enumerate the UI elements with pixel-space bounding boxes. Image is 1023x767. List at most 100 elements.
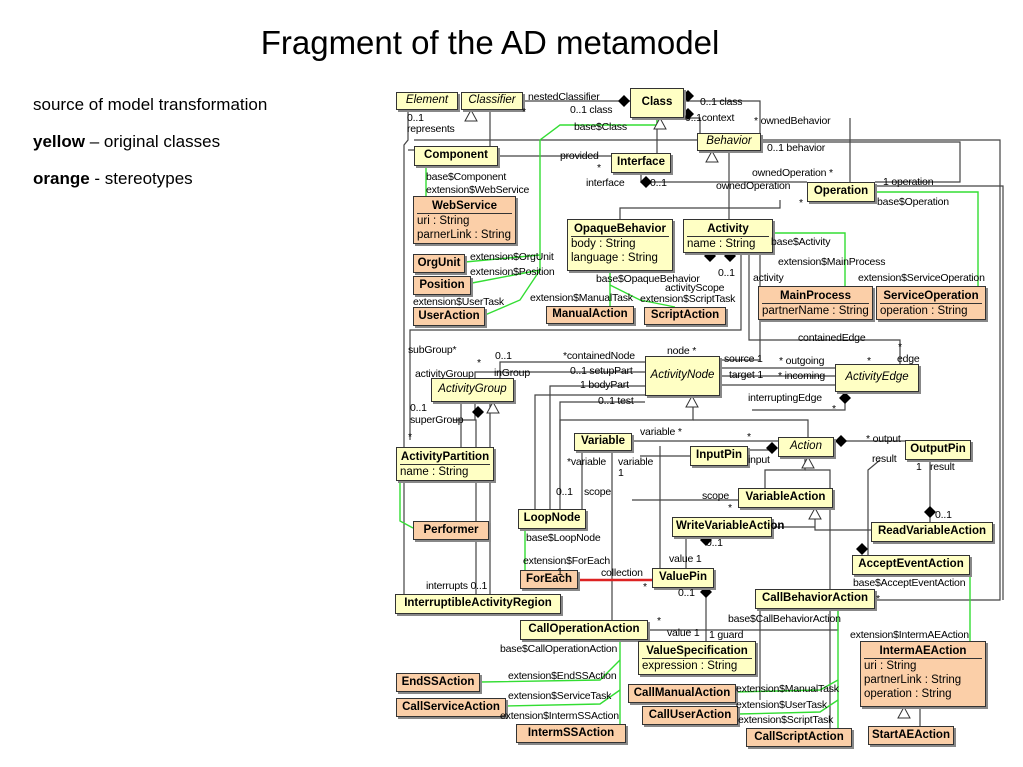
class-component[interactable]: Component	[414, 146, 498, 166]
class-call-service-action[interactable]: CallServiceAction	[396, 698, 506, 717]
class-interface[interactable]: Interface	[611, 153, 671, 173]
class-org-unit[interactable]: OrgUnit	[413, 254, 465, 273]
class-operation[interactable]: Operation	[807, 182, 875, 202]
class-output-pin[interactable]: OutputPin	[905, 440, 971, 460]
class-accept-event-action[interactable]: AcceptEventAction	[852, 555, 970, 575]
association-label: *	[657, 615, 661, 627]
class-behavior[interactable]: Behavior	[697, 133, 761, 151]
association-label: value 1	[669, 553, 702, 565]
class-name: ActivityGroup	[438, 383, 507, 395]
association-line	[875, 185, 1004, 600]
class-name: WriteVariableAction	[676, 520, 785, 532]
association-line	[403, 110, 409, 600]
class-call-script-action[interactable]: CallScriptAction	[746, 728, 852, 747]
class-for-each[interactable]: ForEach	[520, 570, 578, 589]
legend-orange: orange - stereotypes	[33, 169, 193, 189]
class-attribute: name : String	[400, 466, 469, 478]
class-variable-action[interactable]: VariableAction	[738, 488, 833, 508]
class-attribute: uri : String	[417, 215, 470, 227]
class-call-operation-action[interactable]: CallOperationAction	[520, 620, 648, 640]
composition-diamond-icon	[472, 406, 484, 418]
association-label: 0..1	[678, 587, 695, 599]
association-label: *	[799, 197, 803, 209]
association-label: extension$UserTask	[736, 699, 827, 711]
class-performer[interactable]: Performer	[413, 521, 489, 540]
association-label: superGroup	[410, 414, 464, 426]
class-start-aeaction[interactable]: StartAEAction	[868, 726, 954, 745]
association-label: *	[867, 355, 871, 367]
class-user-action[interactable]: UserAction	[413, 307, 485, 326]
association-label: extension$ServiceOperation	[858, 272, 985, 284]
association-label: extension$ScriptTask	[640, 293, 736, 305]
class-class[interactable]: Class	[630, 88, 684, 118]
class-classifier[interactable]: Classifier	[461, 92, 523, 110]
association-label: edge	[897, 353, 920, 365]
association-label: base$OpaqueBehavior	[596, 273, 700, 285]
association-label: 0..1	[718, 267, 735, 279]
association-label: extension$EndSSAction	[508, 670, 617, 682]
class-call-manual-action[interactable]: CallManualAction	[628, 684, 736, 703]
class-element[interactable]: Element	[396, 92, 458, 110]
composition-diamond-icon	[724, 250, 736, 262]
class-attribute: uri : String	[864, 660, 917, 672]
extension-line	[773, 232, 846, 286]
composition-diamond-icon	[700, 534, 712, 546]
association-label: *containedNode	[563, 350, 635, 362]
generalization-arrow-icon	[808, 506, 822, 520]
class-activity-edge[interactable]: ActivityEdge	[835, 364, 919, 392]
class-name: LoopNode	[523, 512, 581, 524]
class-name: ScriptAction	[650, 309, 720, 321]
generalization-arrow-icon	[801, 455, 815, 469]
class-name: Operation	[813, 185, 869, 197]
class-attribute: body : String	[571, 238, 636, 250]
class-interruptible-activity-region[interactable]: InterruptibleActivityRegion	[395, 594, 561, 614]
class-name: CallServiceAction	[402, 701, 500, 713]
class-activity-group[interactable]: ActivityGroup	[431, 378, 514, 402]
class-end-ssaction[interactable]: EndSSAction	[396, 673, 480, 692]
class-call-behavior-action[interactable]: CallBehaviorAction	[755, 589, 875, 609]
association-label: extension$UserTask	[413, 296, 504, 308]
association-label: extension$ScriptTask	[738, 714, 834, 726]
class-call-user-action[interactable]: CallUserAction	[642, 706, 738, 725]
class-value-pin[interactable]: ValuePin	[652, 568, 714, 588]
extension-line	[609, 284, 676, 308]
class-input-pin[interactable]: InputPin	[690, 446, 748, 466]
class-interm-ssaction[interactable]: IntermSSAction	[516, 724, 626, 743]
extension-line	[505, 689, 621, 707]
class-manual-action[interactable]: ManualAction	[546, 306, 634, 324]
class-script-action[interactable]: ScriptAction	[644, 307, 726, 325]
class-activity-node[interactable]: ActivityNode	[645, 356, 720, 396]
class-loop-node[interactable]: LoopNode	[518, 509, 586, 529]
class-name: EndSSAction	[401, 676, 475, 688]
class-name: VariableAction	[745, 491, 826, 503]
class-action[interactable]: Action	[778, 437, 834, 457]
association-line	[534, 394, 645, 509]
composition-diamond-icon	[835, 435, 847, 447]
association-label: *	[477, 357, 481, 369]
class-write-variable-action[interactable]: WriteVariableAction	[672, 517, 785, 537]
class-name: OutputPin	[910, 443, 966, 455]
association-line	[640, 173, 807, 183]
class-name: Class	[641, 96, 673, 108]
class-name: Variable	[580, 435, 626, 447]
class-name: IntermSSAction	[527, 727, 615, 739]
association-label: base$Activity	[771, 236, 831, 248]
class-read-variable-action[interactable]: ReadVariableAction	[871, 522, 993, 542]
class-variable[interactable]: Variable	[574, 433, 632, 451]
class-position[interactable]: Position	[413, 276, 471, 295]
association-label: base$Component	[426, 171, 507, 183]
class-name: ValueSpecification	[642, 642, 752, 659]
generalization-arrow-icon	[685, 394, 699, 408]
association-label: 0..1 behavior	[767, 142, 826, 154]
composition-diamond-icon	[924, 506, 936, 518]
association-label: 0..1	[935, 509, 952, 521]
association-label: *	[728, 502, 732, 514]
